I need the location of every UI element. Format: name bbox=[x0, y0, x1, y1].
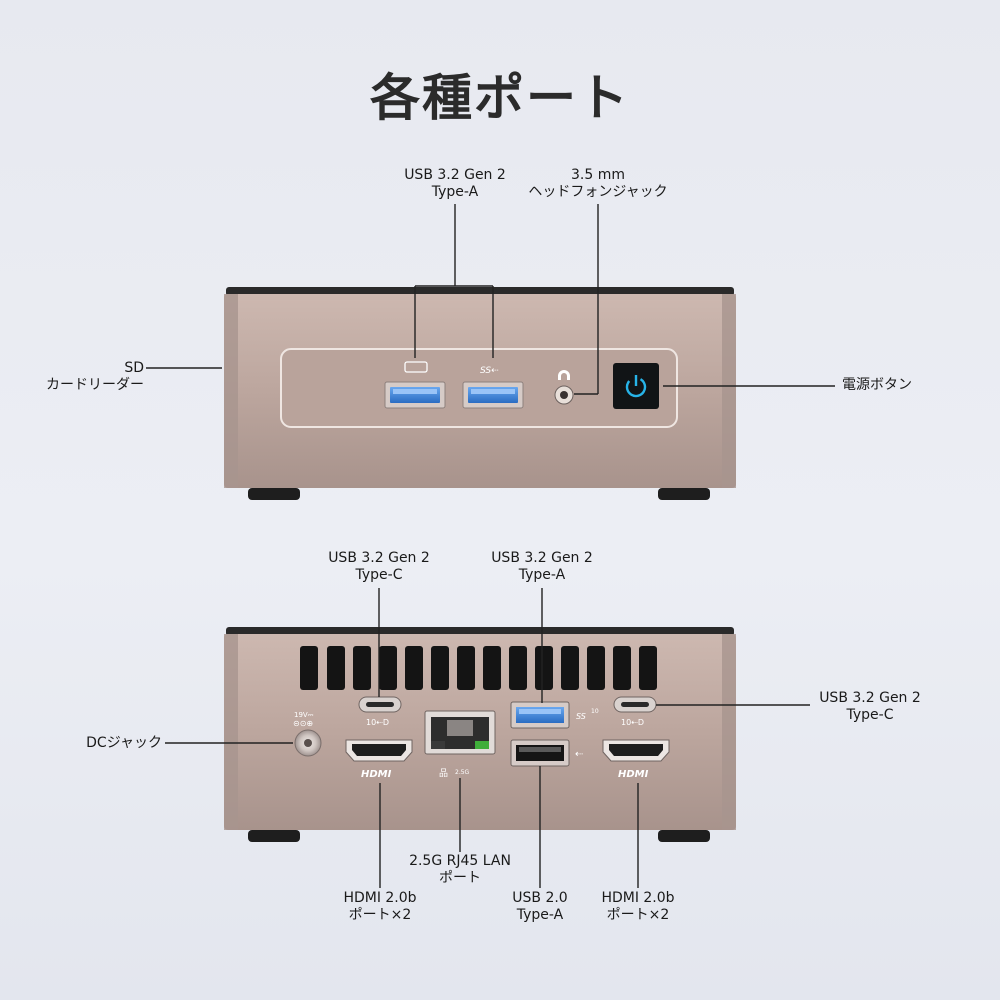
usb-charge-icon bbox=[404, 361, 428, 373]
dc-rating-mark: 19V⎓ bbox=[294, 711, 314, 719]
back-unit: 19V⎓ ⊝⊙⊕ 10⇠D HDMI 品 2.5G bbox=[224, 627, 736, 842]
back-leader-lines bbox=[165, 588, 810, 888]
back-usb-c-port-left: 10⇠D bbox=[358, 696, 402, 727]
front-leader-lines bbox=[146, 204, 835, 395]
page-title: 各種ポート bbox=[370, 69, 630, 127]
front-usb-a-port-1 bbox=[384, 381, 446, 409]
front-foot-right bbox=[658, 488, 710, 500]
usb-ss-icon: SS⇠ bbox=[480, 366, 499, 376]
usb-10-mark: 10 bbox=[591, 708, 599, 715]
label-dc-jack: DCジャック bbox=[86, 735, 162, 751]
usb-c-icon-right: 10⇠D bbox=[621, 718, 644, 727]
usb-c-icon: 10⇠D bbox=[366, 718, 389, 727]
back-hdmi-port-left: HDMI bbox=[345, 739, 413, 780]
back-usb-a-port-blue: SS 10 bbox=[510, 701, 599, 729]
power-button bbox=[613, 363, 659, 409]
front-top-lid bbox=[226, 287, 734, 296]
front-usb-a-port-2 bbox=[462, 381, 524, 409]
front-unit: SS⇠ bbox=[224, 287, 736, 500]
hdmi-mark-right: HDMI bbox=[618, 769, 649, 780]
back-top-lid bbox=[226, 627, 734, 636]
back-usb-2-port: ⇠ bbox=[510, 739, 584, 767]
dc-polarity-icon: ⊝⊙⊕ bbox=[293, 719, 313, 728]
headphone-jack bbox=[554, 370, 574, 405]
back-foot-left bbox=[248, 830, 300, 842]
lan-icon: 品 bbox=[439, 768, 448, 779]
usb-ss-mark: SS bbox=[576, 712, 586, 721]
back-rj45-lan-port: 品 2.5G bbox=[424, 710, 496, 779]
vent-slots bbox=[300, 646, 657, 690]
hdmi-mark-left: HDMI bbox=[361, 769, 392, 780]
dc-jack: 19V⎓ ⊝⊙⊕ bbox=[293, 711, 322, 757]
headphone-icon bbox=[558, 370, 570, 380]
back-hdmi-port-right: HDMI bbox=[602, 739, 670, 780]
back-foot-right bbox=[658, 830, 710, 842]
label-power-button: 電源ボタン bbox=[842, 377, 912, 393]
usb-icon: ⇠ bbox=[575, 749, 584, 760]
front-foot-left bbox=[248, 488, 300, 500]
back-usb-c-port-right: 10⇠D bbox=[613, 696, 657, 727]
lan-speed-mark: 2.5G bbox=[455, 769, 470, 776]
